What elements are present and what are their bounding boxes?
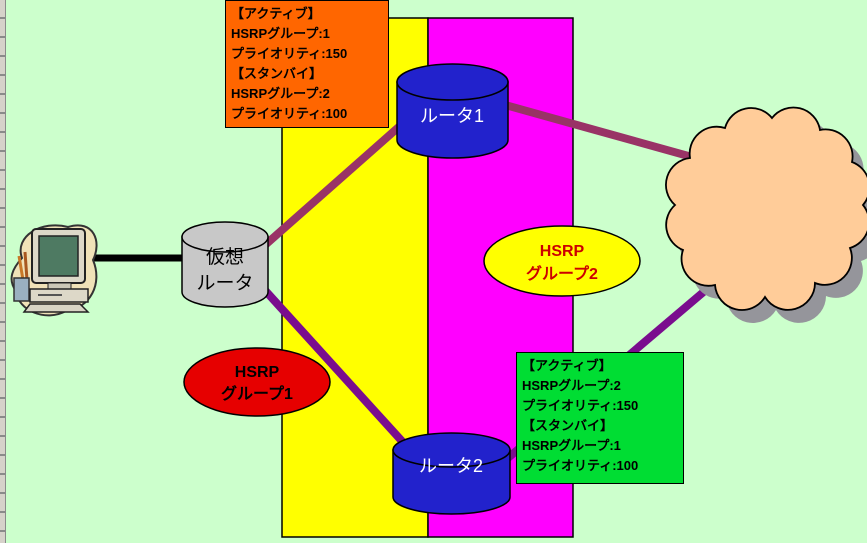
hsrp-group1-label-line1: HSRP (235, 364, 280, 381)
virtual-router-label-line1: 仮想 (206, 246, 244, 268)
note-line: HSRPグループ:1 (231, 26, 330, 41)
router1-label: ルータ1 (420, 106, 484, 126)
note-line: プライオリティ:100 (231, 106, 348, 121)
hsrp-group2-ellipse: HSRP グループ2 (483, 225, 641, 297)
link-router1-to-cloud (496, 99, 712, 166)
router1-hsrp-config-note: 【アクティブ】 HSRPグループ:1 プライオリティ:150 【スタンバイ】 H… (225, 0, 389, 128)
spreadsheet-row-header-edge (0, 0, 6, 543)
router2-label: ルータ2 (419, 456, 483, 476)
cloud-icon (665, 106, 867, 311)
hsrp-group1-ellipse: HSRP グループ1 (183, 347, 331, 417)
note-line: プライオリティ:150 (522, 398, 639, 413)
router2-node: ルータ2 (392, 432, 511, 515)
note-line: 【スタンバイ】 (522, 418, 614, 433)
virtual-router-label-line2: ルータ (196, 272, 253, 294)
link-virtual-to-router1 (261, 107, 421, 249)
hsrp-group1-label-line2: グループ1 (221, 384, 293, 403)
note-line: 【アクティブ】 (231, 6, 321, 21)
note-line: HSRPグループ:1 (522, 438, 621, 453)
link-virtual-to-router2 (259, 284, 413, 453)
note-line: HSRPグループ:2 (522, 378, 621, 393)
note-line: HSRPグループ:2 (231, 86, 330, 101)
note-line: プライオリティ:150 (231, 46, 348, 61)
note-line: 【アクティブ】 (522, 358, 612, 373)
host-pc-icon (10, 224, 98, 317)
hsrp-group2-label-line2: グループ2 (526, 264, 598, 283)
note-line: 【スタンバイ】 (231, 66, 323, 81)
router1-node: ルータ1 (396, 63, 509, 159)
virtual-router-node: 仮想 ルータ (181, 221, 269, 308)
note-line: プライオリティ:100 (522, 458, 639, 473)
router2-hsrp-config-note: 【アクティブ】 HSRPグループ:2 プライオリティ:150 【スタンバイ】 H… (516, 352, 684, 484)
hsrp-group2-label-line1: HSRP (540, 243, 585, 260)
